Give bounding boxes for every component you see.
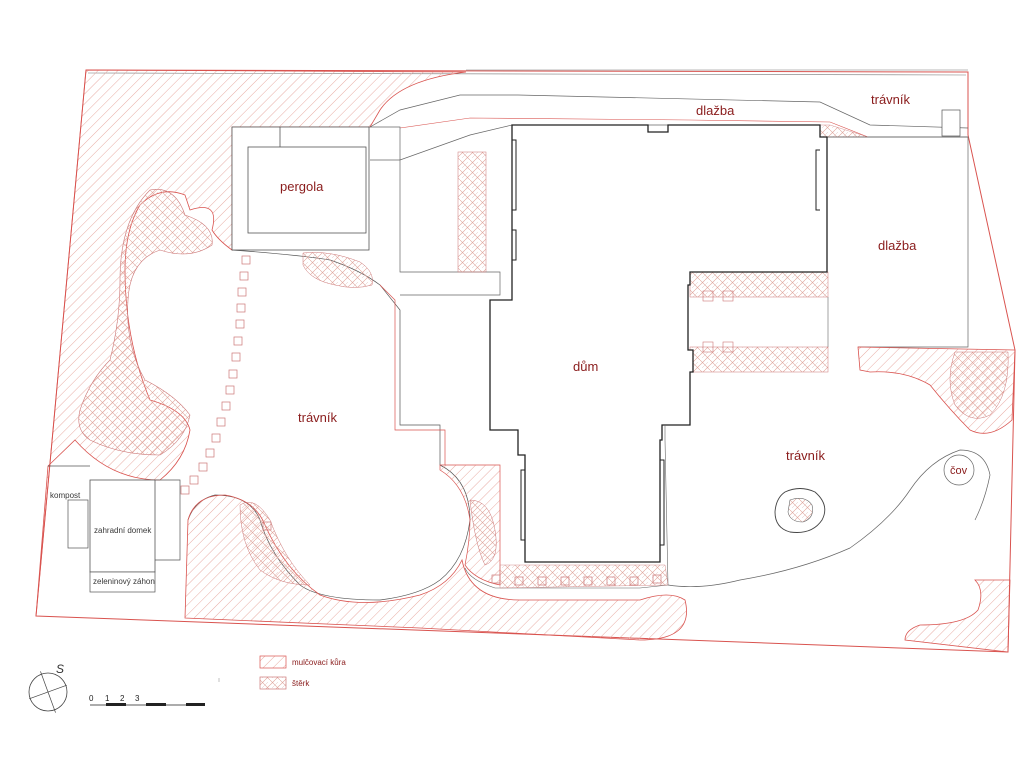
north-arrow: S bbox=[28, 662, 68, 713]
gravel-pergola-pocket bbox=[302, 252, 373, 288]
stepping-stones bbox=[180, 255, 272, 531]
legend-mulch-swatch bbox=[259, 655, 287, 669]
zahradni-domek-box bbox=[89, 479, 156, 573]
step-4 bbox=[722, 341, 734, 353]
label-cov: čov bbox=[950, 465, 968, 477]
label-travnik-top: trávník bbox=[871, 92, 911, 107]
terrace-right bbox=[820, 136, 969, 348]
legend-mulch-label: mulčovací kůra bbox=[292, 658, 346, 667]
step-3 bbox=[702, 341, 714, 353]
step-1 bbox=[702, 290, 714, 302]
path-band-red bbox=[399, 117, 869, 138]
mulch-right-bottom bbox=[904, 579, 1011, 653]
gravel-terrace-lower bbox=[689, 346, 829, 373]
house-outline bbox=[489, 124, 828, 563]
gravel-bottom-left bbox=[239, 501, 311, 586]
legend-gravel-swatch bbox=[259, 676, 287, 690]
right-lawn-edge bbox=[667, 449, 991, 588]
label-travnik-left: trávník bbox=[298, 410, 338, 425]
small-structure bbox=[941, 109, 961, 137]
label-dum: dům bbox=[573, 359, 598, 374]
scale-tick-3: 3 bbox=[135, 694, 140, 703]
scale-tick-1: 1 bbox=[105, 694, 110, 703]
label-zahradni-domek: zahradní domek bbox=[94, 526, 152, 535]
pergola-outer bbox=[231, 126, 370, 251]
label-travnik-right: trávník bbox=[786, 448, 826, 463]
label-dlazba-top: dlažba bbox=[696, 103, 735, 118]
gravel-house-bottom bbox=[469, 499, 497, 566]
stepping-stones-house bbox=[491, 574, 662, 586]
scale-tick-2: 2 bbox=[120, 694, 125, 703]
rock-feature-inner bbox=[787, 498, 813, 523]
label-pergola: pergola bbox=[280, 179, 324, 194]
scale-tick-0: 0 bbox=[89, 694, 94, 703]
zeleninovy-zahon-box bbox=[89, 571, 156, 593]
gravel-terrace-upper bbox=[689, 271, 829, 298]
house-notches bbox=[512, 139, 820, 546]
label-dlazba-right: dlažba bbox=[878, 238, 917, 253]
kompost-box bbox=[67, 499, 89, 549]
gravel-right-top bbox=[949, 351, 1009, 419]
gravel-path-strip bbox=[457, 151, 487, 273]
step-2 bbox=[722, 290, 734, 302]
shed-fence bbox=[155, 479, 181, 561]
cov-circle bbox=[943, 454, 975, 486]
house-bottom-path bbox=[464, 425, 669, 589]
path-vertical-red bbox=[379, 284, 446, 465]
path-band-upper bbox=[369, 94, 969, 129]
gravel-left-patch bbox=[78, 188, 213, 456]
label-kompost: kompost bbox=[50, 491, 81, 500]
label-zeleninovy-zahon: zeleninový záhon bbox=[93, 577, 155, 586]
path-vertical-left bbox=[369, 126, 501, 296]
pergola-inner bbox=[247, 146, 367, 234]
scale-bar: 0 1 2 3 bbox=[89, 694, 205, 706]
north-letter: S bbox=[56, 662, 64, 676]
legend-gravel-label: štěrk bbox=[292, 679, 310, 688]
